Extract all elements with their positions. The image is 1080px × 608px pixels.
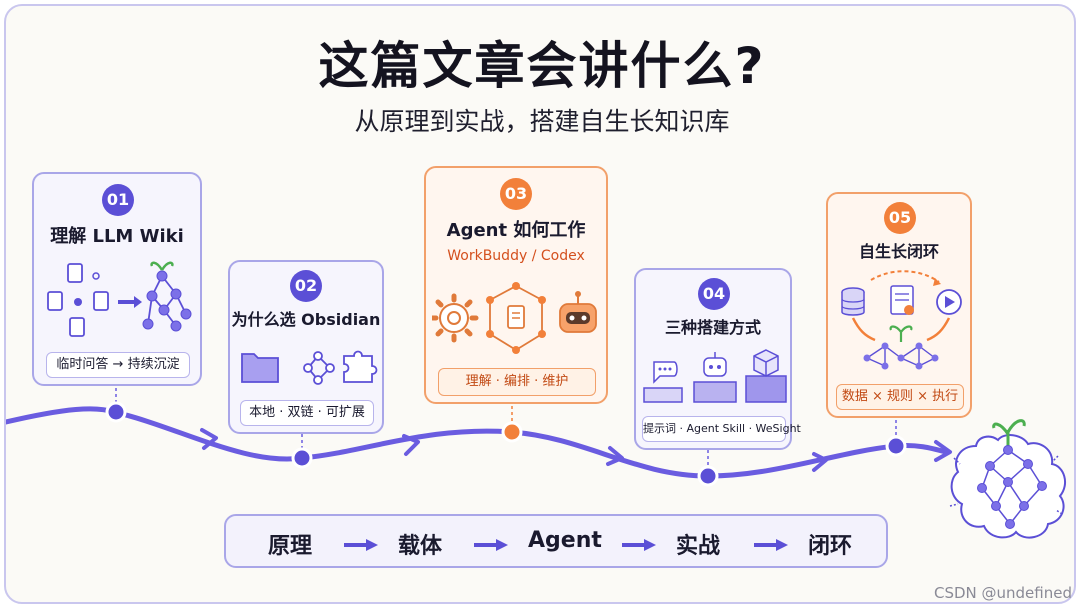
step-principle: 原理 bbox=[268, 534, 313, 559]
arrow-right-icon bbox=[474, 539, 508, 551]
summary-flow-bar: 原理 载体 Agent 实战 闭环 bbox=[224, 514, 888, 568]
gear-doc-robot-icon bbox=[432, 282, 597, 354]
card-build-methods: 04 三种搭建方式 提示词 · Agent Skill · WeSight bbox=[634, 268, 801, 450]
card-tag: 临时问答 → 持续沉淀 bbox=[46, 352, 190, 378]
watermark: CSDN @undefined bbox=[933, 584, 1072, 602]
card-title: 为什么选 Obsidian bbox=[231, 310, 381, 329]
step-practice: 实战 bbox=[676, 534, 721, 559]
step-carrier: 载体 bbox=[398, 534, 443, 559]
card-llm-wiki: 01 理解 LLM Wiki bbox=[32, 172, 202, 386]
notes-to-graph-icon bbox=[47, 261, 192, 337]
card-number: 02 bbox=[290, 270, 322, 302]
page-title: 这篇文章会讲什么? bbox=[318, 37, 766, 95]
card-title: 三种搭建方式 bbox=[664, 318, 761, 337]
card-obsidian: 02 为什么选 Obsidian 本地 · 双链 · 可扩展 bbox=[228, 260, 384, 434]
card-subtitle: WorkBuddy / Codex bbox=[447, 248, 585, 264]
card-number: 05 bbox=[884, 202, 916, 234]
card-number: 01 bbox=[102, 184, 134, 216]
prompt-skill-cube-icon bbox=[643, 349, 787, 403]
step-agent: Agent bbox=[528, 528, 602, 553]
brain-knowledge-graph-icon bbox=[949, 419, 1067, 539]
card-tag: 提示词 · Agent Skill · WeSight bbox=[642, 416, 801, 442]
card-number: 03 bbox=[500, 178, 532, 210]
card-title: 理解 LLM Wiki bbox=[50, 226, 184, 247]
loop-cycle-icon bbox=[841, 270, 962, 370]
diagram-frame: 这篇文章会讲什么? 从原理到实战，搭建自生长知识库 01 理解 LLM Wiki bbox=[4, 4, 1076, 604]
page-subtitle: 从原理到实战，搭建自生长知识库 bbox=[354, 107, 730, 136]
folder-graph-puzzle-icon bbox=[241, 350, 378, 385]
card-tag: 理解 · 编排 · 维护 bbox=[438, 368, 596, 396]
step-closed-loop: 闭环 bbox=[808, 534, 853, 559]
arrow-right-icon bbox=[622, 539, 656, 551]
card-agent: 03 Agent 如何工作 WorkBuddy / Codex bbox=[424, 166, 608, 404]
card-title: Agent 如何工作 bbox=[446, 220, 586, 241]
flow-line bbox=[6, 388, 952, 487]
card-self-growth-loop: 05 自生长闭环 数据 × 规则 × 执行 bbox=[826, 192, 972, 418]
arrow-right-icon bbox=[344, 539, 378, 551]
card-tag: 本地 · 双链 · 可扩展 bbox=[240, 400, 374, 426]
arrow-right-icon bbox=[754, 539, 788, 551]
card-tag: 数据 × 规则 × 执行 bbox=[836, 384, 964, 410]
card-number: 04 bbox=[698, 278, 730, 310]
card-title: 自生长闭环 bbox=[858, 242, 939, 261]
